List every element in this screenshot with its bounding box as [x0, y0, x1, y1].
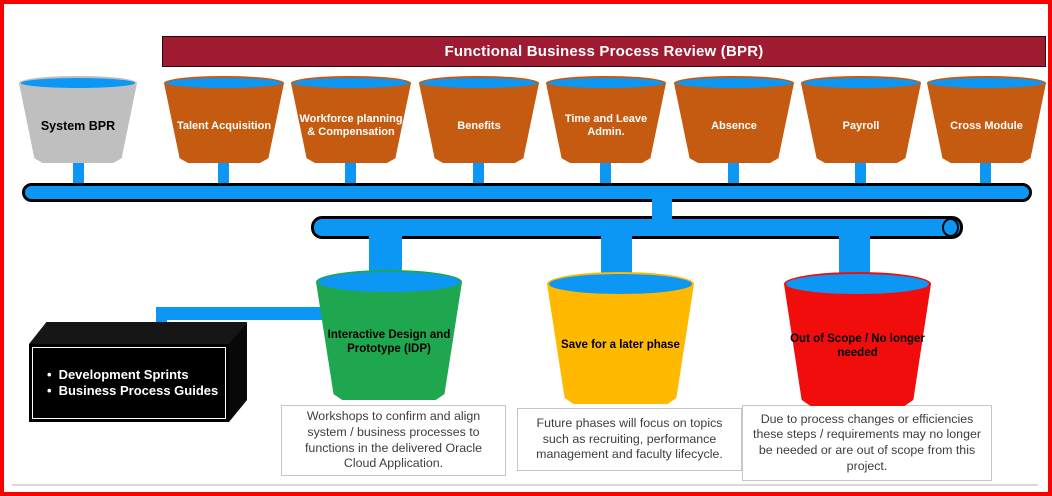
legend-box-top-face: [29, 322, 247, 344]
note-out-of-scope: Due to process changes or efficiencies t…: [742, 405, 992, 481]
bucket-opening: [316, 270, 462, 294]
bucket-pot: [927, 83, 1046, 163]
secondary-pipe: [311, 216, 963, 239]
bucket-pot: [547, 284, 694, 404]
bucket-pot: [674, 83, 794, 163]
stem-talent-acquisition: [218, 154, 229, 187]
legend-item: Development Sprints: [47, 367, 218, 383]
legend-list: Development Sprints Business Process Gui…: [33, 367, 224, 400]
bucket-idp: Interactive Design and Prototype (IDP): [316, 270, 462, 400]
note-text: Workshops to confirm and align system / …: [304, 409, 482, 471]
bucket-label: Out of Scope / No longer needed: [790, 333, 925, 359]
note-text: Due to process changes or efficiencies t…: [753, 411, 981, 473]
bucket-label: Time and Leave Admin.: [564, 113, 648, 138]
pipe-connector: [652, 198, 672, 220]
bucket-absence: Absence: [674, 76, 794, 164]
bucket-cross-module: Cross Module: [927, 76, 1046, 164]
bucket-pot: [291, 83, 411, 163]
bucket-label: Interactive Design and Prototype (IDP): [327, 329, 451, 355]
bucket-system-bpr: System BPR: [19, 76, 137, 164]
bucket-label: Workforce planning & Compensation: [299, 113, 403, 138]
stem-system-bpr: [73, 154, 84, 187]
diagram-title: Functional Business Process Review (BPR): [444, 43, 764, 60]
bucket-label: Benefits: [457, 119, 501, 132]
stem-time-leave: [600, 154, 611, 187]
stem-absence: [728, 154, 739, 187]
bucket-label: Save for a later phase: [561, 339, 680, 352]
bucket-pot: [801, 83, 921, 163]
note-later-phase: Future phases will focus on topics such …: [517, 408, 742, 471]
bucket-label: Talent Acquisition: [176, 119, 272, 132]
stem-benefits: [473, 154, 484, 187]
bucket-pot: [419, 83, 539, 163]
stem-cross-module: [980, 154, 991, 187]
bucket-opening: [419, 76, 539, 90]
stem-payroll: [855, 154, 866, 187]
title-banner: Functional Business Process Review (BPR): [162, 36, 1046, 67]
bucket-opening: [801, 76, 921, 90]
stem-workforce-planning: [345, 154, 356, 187]
bucket-label: Payroll: [842, 119, 880, 132]
box-pipe-horizontal: [156, 307, 334, 320]
bucket-opening: [927, 76, 1046, 90]
bucket-workforce-planning: Workforce planning & Compensation: [291, 76, 411, 164]
bucket-payroll: Payroll: [801, 76, 921, 164]
main-pipe: [22, 183, 1032, 202]
note-text: Future phases will focus on topics such …: [536, 416, 723, 462]
bucket-opening: [546, 76, 666, 90]
bucket-pot: [164, 83, 284, 163]
bucket-pot: [784, 284, 931, 406]
bucket-opening: [19, 76, 137, 90]
bucket-label: System BPR: [40, 118, 116, 133]
legend-box-side-face: [229, 322, 247, 422]
bucket-opening: [674, 76, 794, 90]
bucket-benefits: Benefits: [419, 76, 539, 164]
legend-box: Development Sprints Business Process Gui…: [29, 344, 229, 422]
bucket-opening: [784, 272, 931, 296]
bucket-talent-acquisition: Talent Acquisition: [164, 76, 284, 164]
note-idp: Workshops to confirm and align system / …: [281, 405, 506, 476]
secondary-pipe-end-cap: [942, 218, 959, 237]
bucket-pot: [316, 282, 462, 400]
bucket-time-leave-admin: Time and Leave Admin.: [546, 76, 666, 164]
bucket-later-phase: Save for a later phase: [547, 272, 694, 404]
bucket-label: Cross Module: [950, 119, 1023, 132]
legend-box-inner-border: Development Sprints Business Process Gui…: [32, 347, 226, 419]
slide-bottom-edge: [12, 484, 1038, 486]
bucket-out-of-scope: Out of Scope / No longer needed: [784, 272, 931, 406]
legend-item: Business Process Guides: [47, 383, 219, 399]
bucket-opening: [291, 76, 411, 90]
bucket-label: Absence: [711, 119, 757, 132]
bucket-opening: [547, 272, 694, 296]
bucket-pot: [546, 83, 666, 163]
bucket-opening: [164, 76, 284, 90]
bucket-pot: [19, 83, 137, 163]
